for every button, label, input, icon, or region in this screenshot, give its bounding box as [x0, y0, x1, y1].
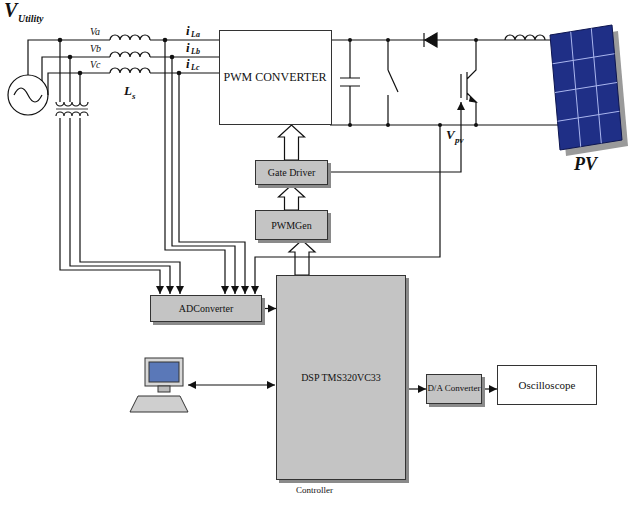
box-text: Oscilloscope	[519, 379, 576, 391]
box-text: ADConverter	[179, 303, 233, 314]
current-symbol: i	[186, 24, 190, 37]
subscript: Lc	[191, 64, 199, 72]
converter-box: PWM CONVERTER	[219, 30, 332, 125]
phase-label: Vb	[90, 44, 101, 54]
subscript: s	[132, 92, 136, 101]
subscript: La	[191, 31, 200, 39]
box-text: PWMGen	[271, 220, 312, 231]
current-symbol: i	[186, 57, 190, 70]
phase-label: Va	[90, 27, 100, 37]
signal-arrow	[406, 388, 426, 389]
pv-label: PV	[574, 155, 597, 173]
box-text: D/A Converter	[427, 384, 480, 394]
pwm-generator-box: PWMGen	[255, 210, 328, 240]
inductor-symbol: L	[124, 84, 132, 97]
adc-box: ADConverter	[150, 295, 262, 322]
voltage-symbol: V	[446, 128, 455, 141]
signal-arrow	[262, 308, 276, 309]
current-symbol: i	[186, 41, 190, 54]
phase-label: Vc	[90, 60, 101, 70]
subscript: pv	[455, 136, 464, 145]
dsp-box: DSP TMS320VC33	[276, 275, 406, 480]
oscilloscope-box: Oscilloscope	[497, 365, 597, 405]
block-arrow	[279, 185, 305, 210]
voltage-symbol: V	[4, 0, 17, 20]
subscript: Utility	[18, 14, 44, 24]
signal-arrow	[482, 388, 497, 389]
subscript: Lb	[191, 48, 200, 56]
box-text: DSP TMS320VC33	[301, 372, 381, 383]
caption-label: Controller	[296, 486, 333, 495]
box-text: PWM CONVERTER	[224, 71, 327, 84]
dac-box: D/A Converter	[426, 374, 482, 404]
block-arrow	[279, 125, 305, 160]
gate-driver-box: Gate Driver	[255, 160, 328, 185]
box-text: Gate Driver	[268, 167, 315, 178]
